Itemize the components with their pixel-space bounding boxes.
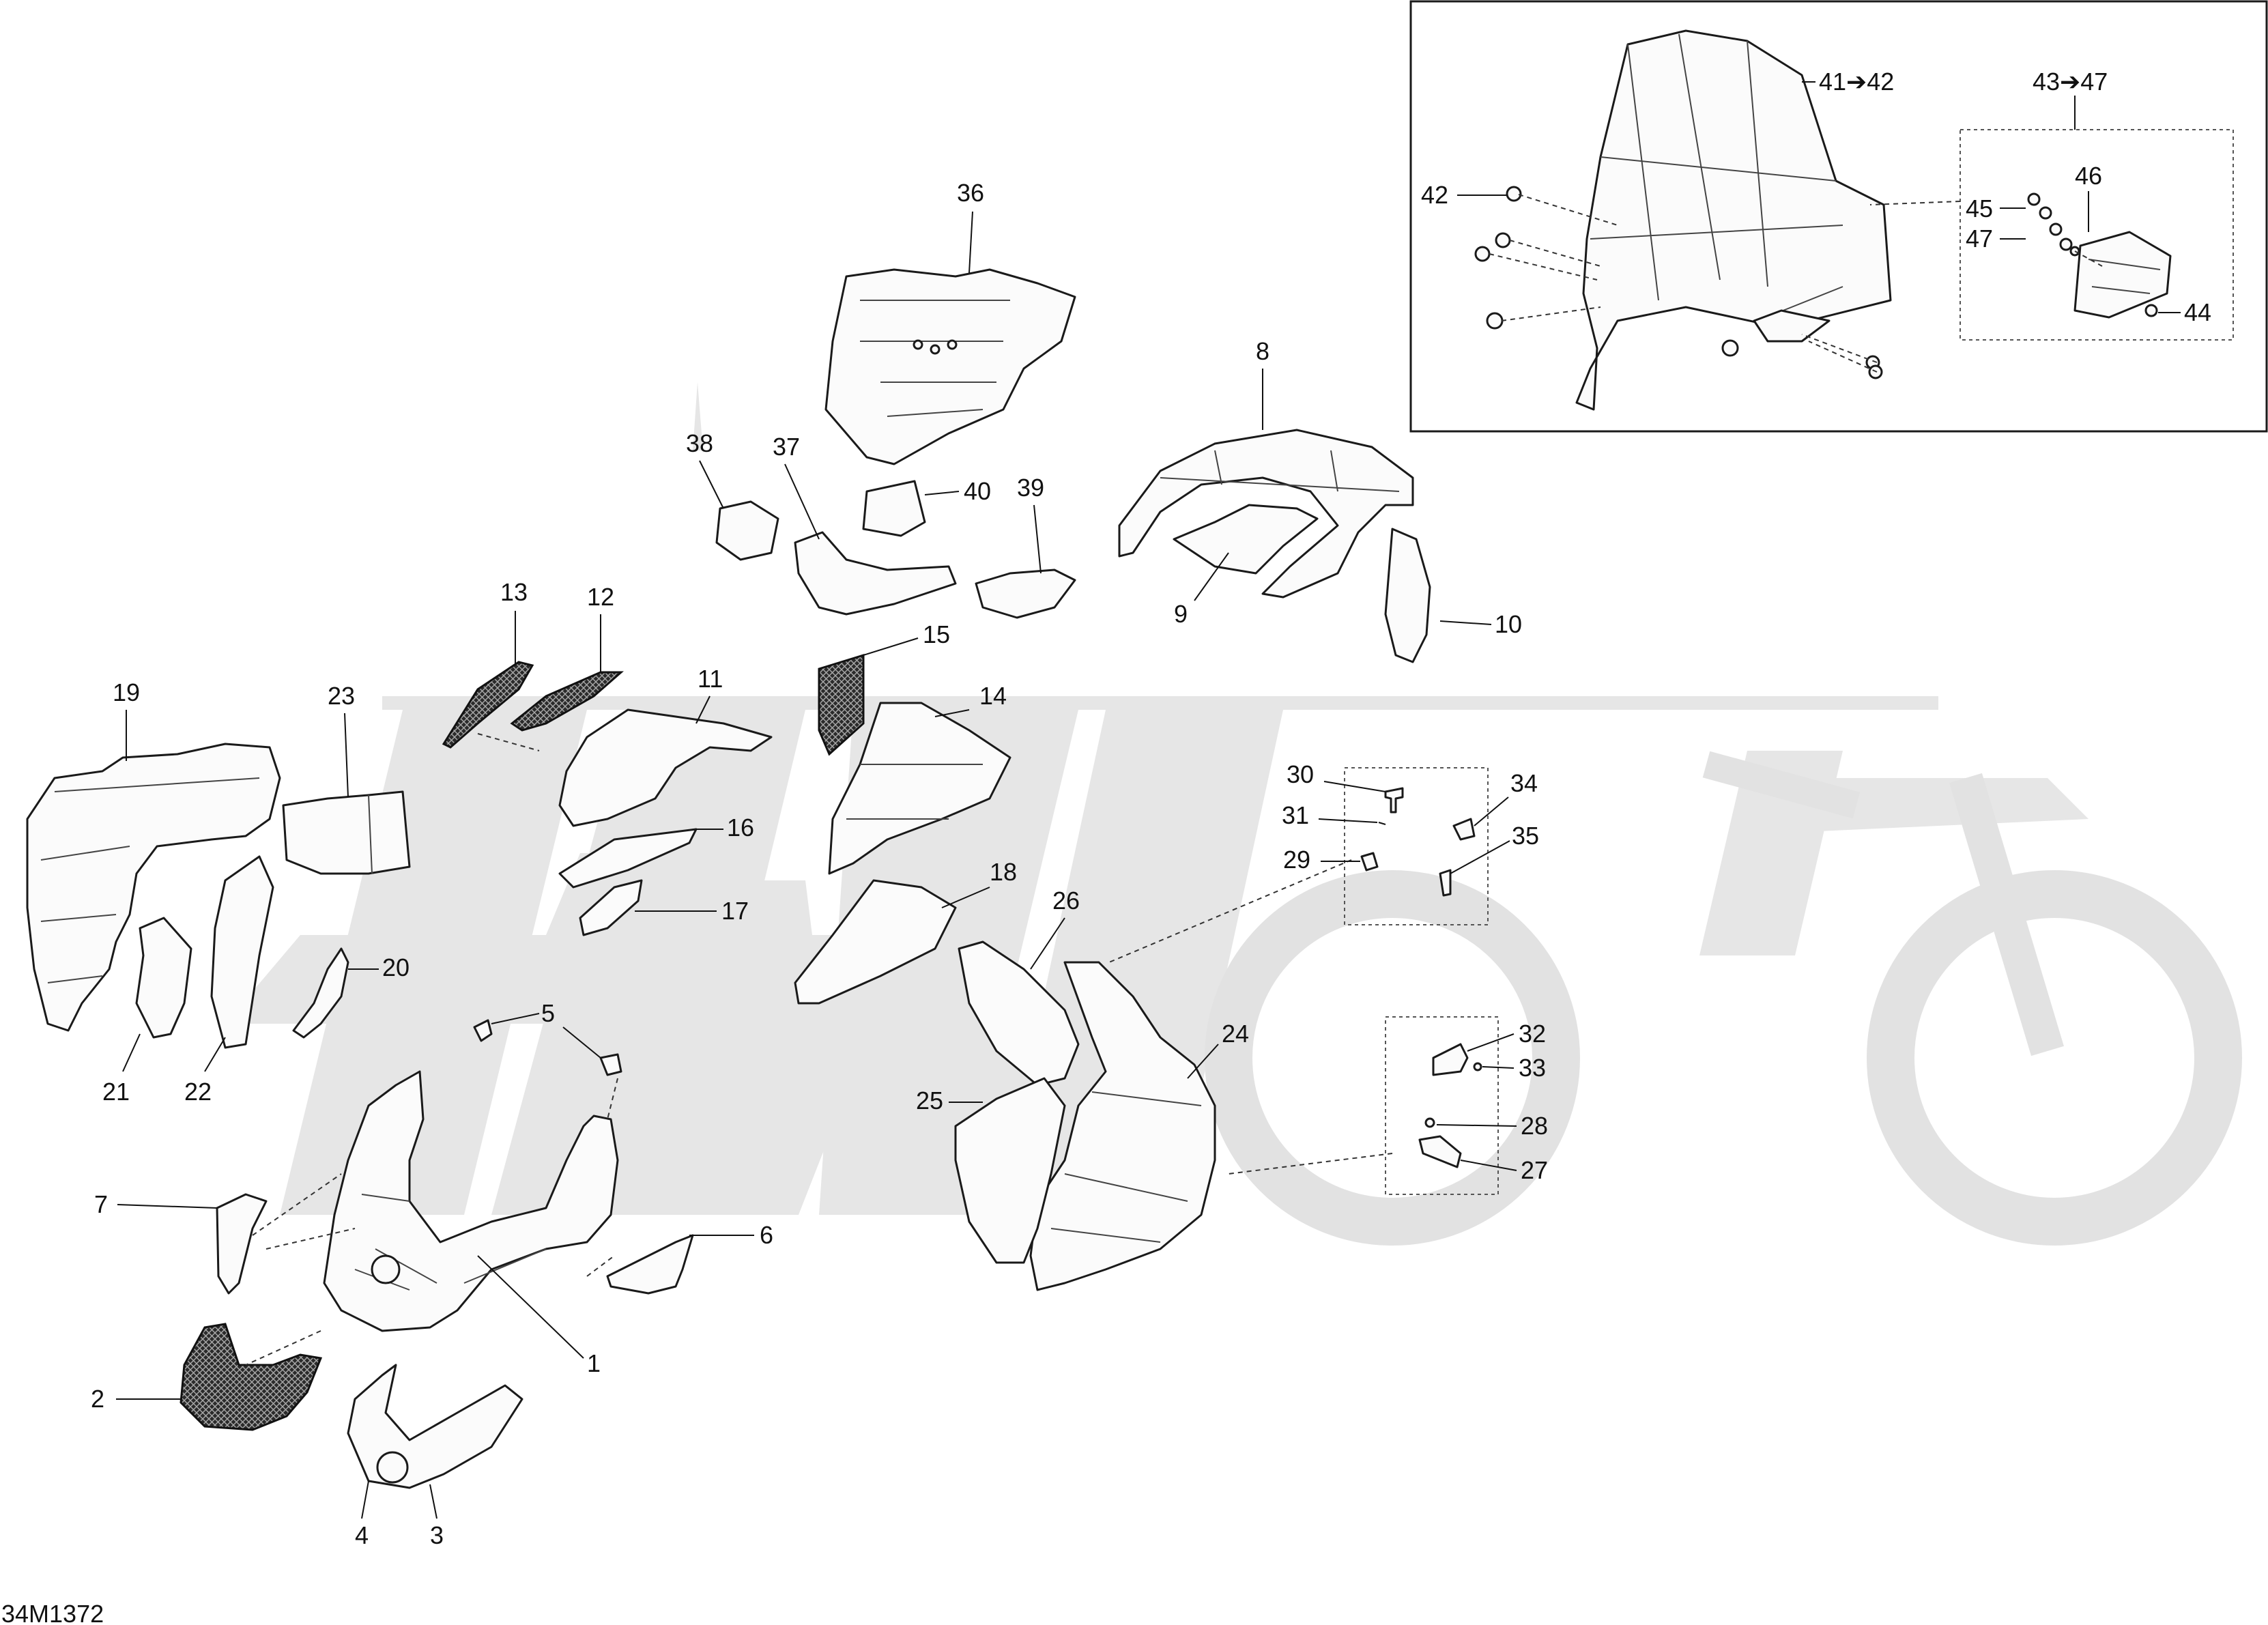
callout-37: 37 [773,433,800,461]
callout-6: 6 [760,1221,773,1249]
watermark-logo [225,382,2242,1246]
callout-32: 32 [1519,1020,1546,1048]
callout-4: 4 [355,1521,369,1549]
part-10 [1384,528,1431,663]
part-27 [1418,1135,1462,1168]
part-15-mesh [818,653,865,756]
callout-18: 18 [990,858,1017,886]
inset-label-43-47: 43➔47 [2033,68,2108,96]
part-6 [606,1234,694,1295]
part-36 [824,268,1076,465]
callout-2: 2 [91,1385,104,1413]
callout-27: 27 [1521,1156,1548,1184]
inset-label-47: 47 [1966,225,1993,253]
callout-1: 1 [587,1349,601,1377]
part-30 [1384,787,1404,814]
part-25 [954,1077,1066,1264]
callout-19: 19 [113,678,140,706]
callout-26: 26 [1052,887,1080,915]
callout-23: 23 [328,682,355,710]
part-17 [579,879,643,936]
part-38 [715,500,779,561]
callout-9: 9 [1174,600,1188,628]
part-19 [26,743,281,1032]
part-34 [1452,818,1476,841]
part-14 [828,702,1011,875]
callout-14: 14 [979,682,1007,710]
part-8 [1118,429,1414,599]
part-16 [558,828,698,889]
inset-label-44: 44 [2184,298,2211,326]
part-29 [1360,852,1379,872]
callout-25: 25 [916,1087,943,1115]
callout-34: 34 [1510,769,1538,797]
inset-windshield-panel: 41➔42 43➔47 42 44 45 46 47 [1409,0,2268,433]
part-5-clip-b [599,1053,622,1076]
part-37 [794,531,957,616]
callout-12: 12 [587,583,614,611]
callout-28: 28 [1521,1112,1548,1140]
callout-17: 17 [721,897,749,925]
part-13-mesh [442,661,534,749]
callout-15: 15 [923,620,950,648]
callout-29: 29 [1283,846,1310,874]
part-22 [210,855,274,1049]
callout-38: 38 [686,429,713,457]
part-32 [1432,1043,1469,1076]
part-7 [216,1193,268,1295]
callout-30: 30 [1287,760,1314,788]
part-5-clip-a [473,1019,493,1042]
callout-35: 35 [1512,822,1539,850]
callout-13: 13 [500,578,528,606]
parts [26,268,1499,1489]
callout-10: 10 [1495,610,1522,638]
callout-39: 39 [1017,474,1044,502]
washers-45-47 [2027,192,2080,257]
callout-20: 20 [382,953,410,981]
part-23 [282,790,411,875]
callout-21: 21 [102,1078,130,1106]
part-2-mesh [180,1323,323,1431]
part-12-mesh [510,671,624,732]
callout-7: 7 [94,1190,108,1218]
part-18 [794,879,957,1005]
callout-24: 24 [1222,1020,1249,1048]
part-21 [135,917,192,1039]
callout-8: 8 [1256,337,1269,365]
part-3 [347,1364,523,1489]
part-26 [958,940,1080,1087]
windshield-part-41 [1575,29,1892,411]
callout-22: 22 [184,1078,212,1106]
callout-16: 16 [727,814,754,842]
part-24 [1029,961,1216,1291]
callout-3: 3 [430,1521,444,1549]
callout-40: 40 [964,477,991,505]
callout-5: 5 [541,999,555,1027]
callout-31: 31 [1282,801,1309,829]
inset-label-45: 45 [1966,195,1993,222]
part-40 [862,480,926,537]
rivet-fasteners-42 [1474,186,1883,379]
inset-label-46: 46 [2075,162,2102,190]
part-20 [292,947,349,1039]
callout-33: 33 [1519,1054,1546,1082]
part-35 [1439,869,1452,897]
mirror-bracket-part-46 [2073,231,2172,319]
callout-labels: 1 2 3 4 5 6 7 8 9 10 11 12 13 14 15 16 1… [1,179,1548,1625]
inset-label-42: 42 [1421,181,1448,209]
part-39 [975,569,1076,619]
callout-11: 11 [698,665,723,693]
part-11 [558,708,773,827]
part-9 [1173,504,1319,575]
callout-36: 36 [957,179,984,207]
inset-label-41-42: 41➔42 [1819,68,1894,96]
diagram-code: 34M1372 [1,1600,104,1625]
